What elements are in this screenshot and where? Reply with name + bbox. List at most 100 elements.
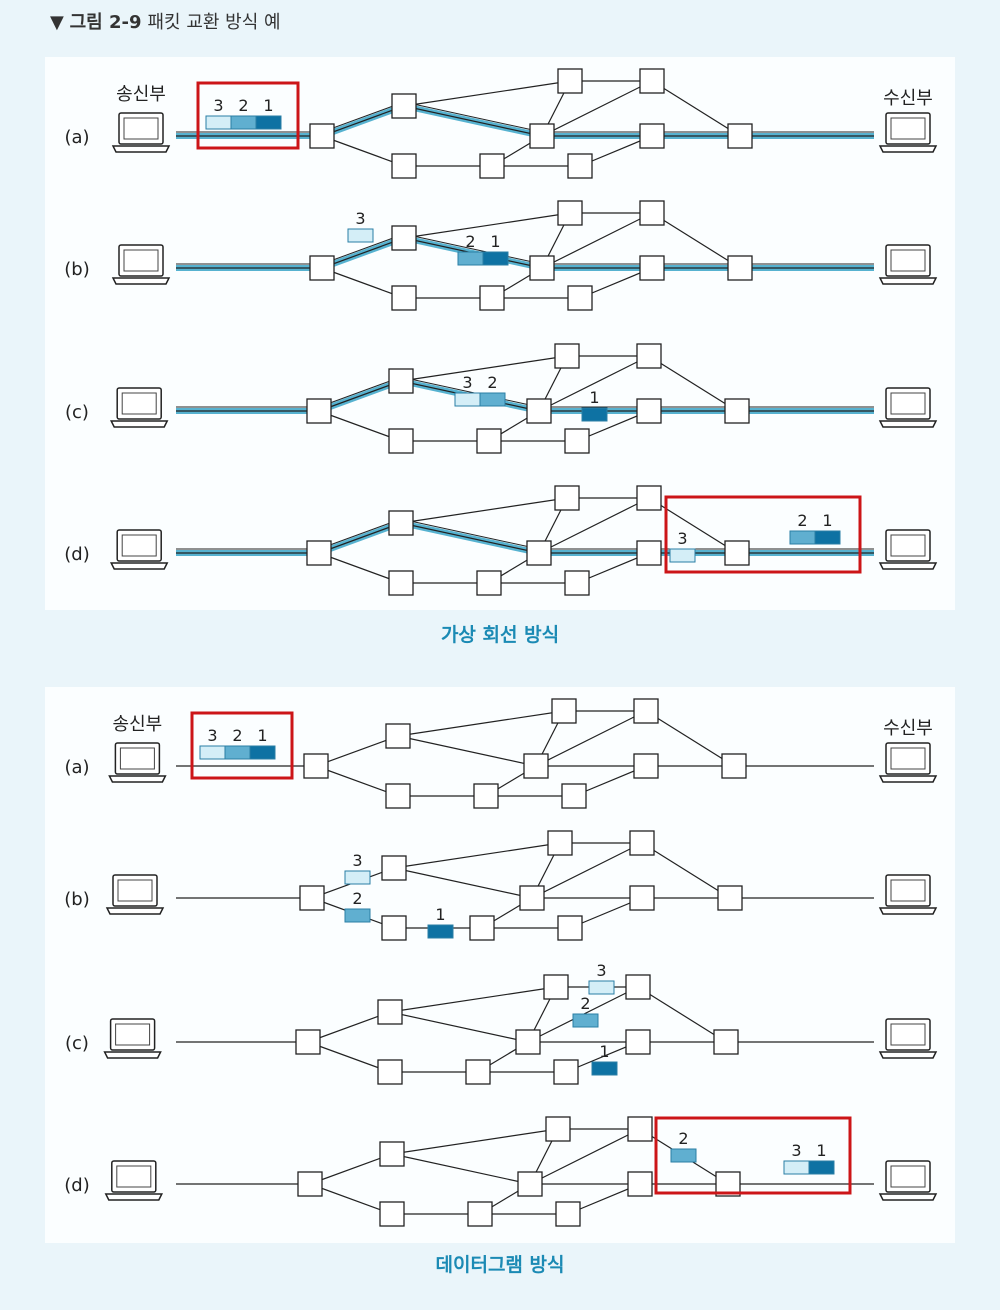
network-link xyxy=(389,986,557,1013)
sender-label: 송신부 xyxy=(113,714,163,735)
sender-label: 송신부 xyxy=(116,84,166,105)
packet-box-1 xyxy=(581,407,608,422)
router-node xyxy=(557,68,583,94)
packet-1: 1 xyxy=(581,388,608,422)
packet-label-2: 2 xyxy=(580,994,590,1013)
network-link xyxy=(648,497,738,554)
network-link xyxy=(648,355,738,412)
network-link xyxy=(529,1128,641,1185)
packet-3: 3 xyxy=(344,851,371,885)
router-node xyxy=(306,398,332,424)
network-link xyxy=(397,710,565,737)
router-node xyxy=(297,1171,323,1197)
laptop-base xyxy=(109,562,169,570)
laptop-base xyxy=(104,1193,164,1201)
row-label: (d) xyxy=(64,544,89,565)
row-label: (a) xyxy=(64,757,89,778)
network-link xyxy=(541,80,653,137)
packet-label-2: 2 xyxy=(232,726,242,745)
network-link xyxy=(645,710,735,767)
network-link xyxy=(307,1041,391,1073)
router-node xyxy=(547,830,573,856)
network-link xyxy=(391,1128,559,1155)
network-link xyxy=(321,237,405,269)
packet-box-3 xyxy=(347,228,374,243)
router-node xyxy=(381,915,407,941)
network-link xyxy=(315,735,399,767)
packet-label-2: 2 xyxy=(238,96,248,115)
router-node xyxy=(526,540,552,566)
router-node xyxy=(517,1171,543,1197)
router-node xyxy=(381,855,407,881)
virtual-circuit-edge xyxy=(176,376,874,408)
packet-1 xyxy=(482,251,509,266)
sender-laptop-icon xyxy=(109,387,169,428)
packet-2 xyxy=(479,392,506,407)
laptop-base xyxy=(111,145,171,153)
router-node xyxy=(627,1171,653,1197)
router-node xyxy=(639,123,665,149)
router-node xyxy=(529,123,555,149)
router-node xyxy=(379,1141,405,1167)
laptop-base xyxy=(878,277,938,285)
router-node xyxy=(479,285,505,311)
network-link xyxy=(538,497,650,554)
laptop-base xyxy=(878,1193,938,1201)
network-link xyxy=(538,355,650,412)
network-link xyxy=(393,867,533,899)
router-node xyxy=(727,123,753,149)
router-node xyxy=(625,1029,651,1055)
router-node xyxy=(636,540,662,566)
laptop-display xyxy=(890,117,926,140)
packet-label-3: 3 xyxy=(677,529,687,548)
router-node xyxy=(721,753,747,779)
router-node xyxy=(639,255,665,281)
receiver-laptop-icon xyxy=(878,529,938,570)
router-node xyxy=(554,485,580,511)
packet-label-3: 3 xyxy=(207,726,217,745)
router-node xyxy=(391,93,417,119)
laptop-base xyxy=(878,1051,938,1059)
router-node xyxy=(564,428,590,454)
router-node xyxy=(299,885,325,911)
router-node xyxy=(636,485,662,511)
network-link xyxy=(318,410,402,442)
packet-1: 1 xyxy=(427,905,454,939)
packet-box-3 xyxy=(669,548,696,563)
router-node xyxy=(377,999,403,1025)
network-link xyxy=(393,842,561,869)
packet-2 xyxy=(230,115,257,130)
router-node xyxy=(545,1116,571,1142)
packet-3 xyxy=(783,1160,810,1175)
network-link xyxy=(403,80,571,107)
receiver-label: 수신부 xyxy=(883,88,933,109)
packet-label-3: 3 xyxy=(213,96,223,115)
packet-label-3: 3 xyxy=(596,961,606,980)
row-label: (c) xyxy=(65,402,89,423)
packet-label-2: 2 xyxy=(465,232,475,251)
router-node xyxy=(515,1029,541,1055)
laptop-base xyxy=(108,775,167,783)
packet-2: 2 xyxy=(670,1129,697,1163)
router-node xyxy=(629,830,655,856)
router-node xyxy=(625,974,651,1000)
dg-row-2: (c)321 xyxy=(65,961,874,1085)
network-link xyxy=(321,105,405,137)
receiver-label: 수신부 xyxy=(883,718,933,739)
highlight-box xyxy=(654,1116,852,1195)
sender-laptop-icon xyxy=(111,244,171,285)
packet-3: 3 xyxy=(669,529,696,563)
network-link xyxy=(403,105,543,137)
receiver-laptop-icon xyxy=(878,742,938,783)
laptop-display xyxy=(116,1165,152,1188)
network-link xyxy=(391,1153,531,1185)
network-link xyxy=(400,522,540,554)
router-node xyxy=(561,783,587,809)
packet-box-2 xyxy=(572,1013,599,1028)
